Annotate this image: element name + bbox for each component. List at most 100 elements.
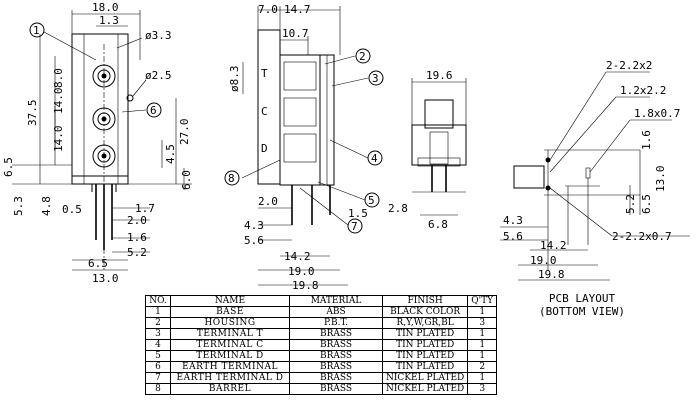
bom-cell-name: TERMINAL C — [170, 339, 290, 351]
dim-pcb-2-2x0-7: 2-2.2x0.7 — [612, 230, 672, 243]
dim-pcb-19-0: 19.0 — [530, 254, 557, 267]
bom-cell-material: ABS — [289, 306, 383, 318]
table-row: 6 EARTH TERMINAL BRASS TIN PLATED 2 — [145, 361, 498, 373]
bom-cell-name: BARREL — [170, 383, 290, 395]
dim-side-19-0: 19.0 — [288, 265, 315, 278]
callout-4-label: 4 — [371, 152, 378, 165]
bom-cell-material: BRASS — [289, 350, 383, 362]
bom-cell-finish: TIN PLATED — [381, 350, 469, 362]
dim-side-7-0: 7.0 — [258, 3, 278, 16]
bom-cell-finish: NICKEL PLATED — [381, 372, 469, 384]
table-row: 3 TERMINAL T BRASS TIN PLATED 1 — [145, 328, 498, 340]
bom-cell-material: BRASS — [289, 361, 383, 373]
dim-front-6-5-bottom: 6.5 — [88, 257, 108, 270]
bom-header-no: NO. — [145, 295, 171, 307]
table-row: 2 HOUSING P.B.T. R,Y,W,GR,BL 3 — [145, 317, 498, 329]
end-knob-outline — [424, 99, 454, 129]
dim-front-13-0: 13.0 — [92, 272, 119, 285]
dim-front-5-3: 5.3 — [12, 196, 25, 216]
dim-front-8-0: 8.0 — [52, 68, 65, 88]
callout-8 — [224, 170, 240, 186]
bom-cell-finish: R,Y,W,GR,BL — [381, 317, 469, 329]
dim-front-4-8: 4.8 — [40, 196, 53, 216]
bom-cell-no: 7 — [145, 372, 171, 384]
dim-end-6-8: 6.8 — [428, 218, 448, 231]
callout-1-label: 1 — [33, 24, 40, 37]
dim-front-6-0: 6.0 — [180, 170, 193, 190]
bom-cell-material: P.B.T. — [289, 317, 383, 329]
bom-header-finish: FINISH — [381, 295, 469, 307]
callout-8-label: 8 — [228, 172, 235, 185]
dim-front-1-3: 1.3 — [99, 14, 119, 27]
bom-cell-material: BRASS — [289, 383, 383, 395]
bom-cell-qty: 1 — [467, 306, 498, 318]
bom-cell-qty: 3 — [467, 383, 498, 395]
dim-front-1-6: 1.6 — [127, 231, 147, 244]
bom-cell-name: EARTH TERMINAL — [170, 361, 290, 373]
callout-7-label: 7 — [351, 220, 358, 233]
dim-front-14-0-upper: 14.0 — [52, 88, 65, 115]
dim-pcb-6-5: 6.5 — [640, 194, 653, 214]
table-row: 7 EARTH TERMINAL D BRASS NICKEL PLATED 1 — [145, 372, 498, 384]
bill-of-materials-table: NO. NAME MATERIAL FINISH Q'TY 1 BASE ABS… — [145, 295, 498, 395]
bom-cell-finish: TIN PLATED — [381, 328, 469, 340]
dim-side-10-7: 10.7 — [282, 27, 309, 40]
bom-cell-finish: TIN PLATED — [381, 339, 469, 351]
front-view: 1 6 18.0 1.3 ø3.3 ø2.5 8.0 14.0 37.5 14.… — [2, 1, 193, 285]
dim-pcb-1-8x0-7: 1.8x0.7 — [634, 107, 680, 120]
dim-front-6-5-left: 6.5 — [2, 157, 15, 177]
dim-side-4-3: 4.3 — [244, 219, 264, 232]
terminal-letter-d: D — [261, 142, 268, 155]
pcb-layout-title: PCB LAYOUT (BOTTOM VIEW) — [527, 292, 637, 318]
bom-cell-qty: 2 — [467, 361, 498, 373]
dim-pcb-1-2x2-2: 1.2x2.2 — [620, 84, 666, 97]
technical-drawing: 1 6 18.0 1.3 ø3.3 ø2.5 8.0 14.0 37.5 14.… — [2, 1, 690, 290]
dim-side-14-7: 14.7 — [284, 3, 311, 16]
dim-front-dia-2-5: ø2.5 — [145, 69, 172, 82]
bom-cell-qty: 1 — [467, 372, 498, 384]
dim-front-0-5: 0.5 — [62, 203, 82, 216]
bom-header-row: NO. NAME MATERIAL FINISH Q'TY — [145, 295, 498, 307]
callout-6 — [146, 102, 162, 118]
front-small-hole — [126, 94, 134, 102]
dim-pcb-5-2: 5.2 — [624, 194, 637, 214]
dim-front-14-0-lower: 14.0 — [52, 126, 65, 153]
callout-4 — [367, 150, 383, 166]
dim-pcb-13-0: 13.0 — [654, 166, 667, 193]
dim-front-height: 37.5 — [26, 100, 39, 127]
callout-5 — [364, 192, 380, 208]
dim-side-1-5: 1.5 — [348, 207, 368, 220]
dim-front-dia-3-3: ø3.3 — [145, 29, 172, 42]
bom-cell-material: BRASS — [289, 339, 383, 351]
side-view: T C D 2 3 4 8 — [224, 3, 384, 290]
callout-2 — [355, 48, 371, 64]
dim-end-19-6: 19.6 — [426, 69, 453, 82]
callout-5-label: 5 — [368, 194, 375, 207]
callout-6-label: 6 — [150, 104, 157, 117]
dim-front-27-0: 27.0 — [178, 119, 191, 146]
bom-cell-no: 5 — [145, 350, 171, 362]
bom-cell-no: 6 — [145, 361, 171, 373]
callout-2-label: 2 — [359, 50, 366, 63]
table-row: 1 BASE ABS BLACK COLOR 1 — [145, 306, 498, 318]
dim-side-5-6: 5.6 — [244, 234, 264, 247]
dim-side-2-0: 2.0 — [258, 195, 278, 208]
end-view: 19.6 2.8 6.8 — [388, 69, 467, 231]
bom-cell-qty: 1 — [467, 350, 498, 362]
dim-front-1-7: 1.7 — [135, 202, 155, 215]
bom-header-name: NAME — [170, 295, 290, 307]
bom-cell-name: BASE — [170, 306, 290, 318]
callout-7 — [347, 218, 363, 234]
table-row: 8 BARREL BRASS NICKEL PLATED 3 — [145, 383, 498, 395]
terminal-letter-c: C — [261, 105, 268, 118]
dim-pcb-19-8: 19.8 — [538, 268, 565, 281]
bom-cell-name: TERMINAL T — [170, 328, 290, 340]
bom-cell-qty: 3 — [467, 317, 498, 329]
pcb-layout: 2-2.2x2 1.2x2.2 1.8x0.7 1.6 13.0 5.2 6.5… — [500, 59, 690, 281]
bom-cell-name: EARTH TERMINAL D — [170, 372, 290, 384]
bom-cell-material: BRASS — [289, 372, 383, 384]
dim-side-14-2: 14.2 — [284, 250, 311, 263]
bom-cell-finish: NICKEL PLATED — [381, 383, 469, 395]
dim-front-2-0: 2.0 — [127, 214, 147, 227]
bom-cell-finish: BLACK COLOR — [381, 306, 469, 318]
